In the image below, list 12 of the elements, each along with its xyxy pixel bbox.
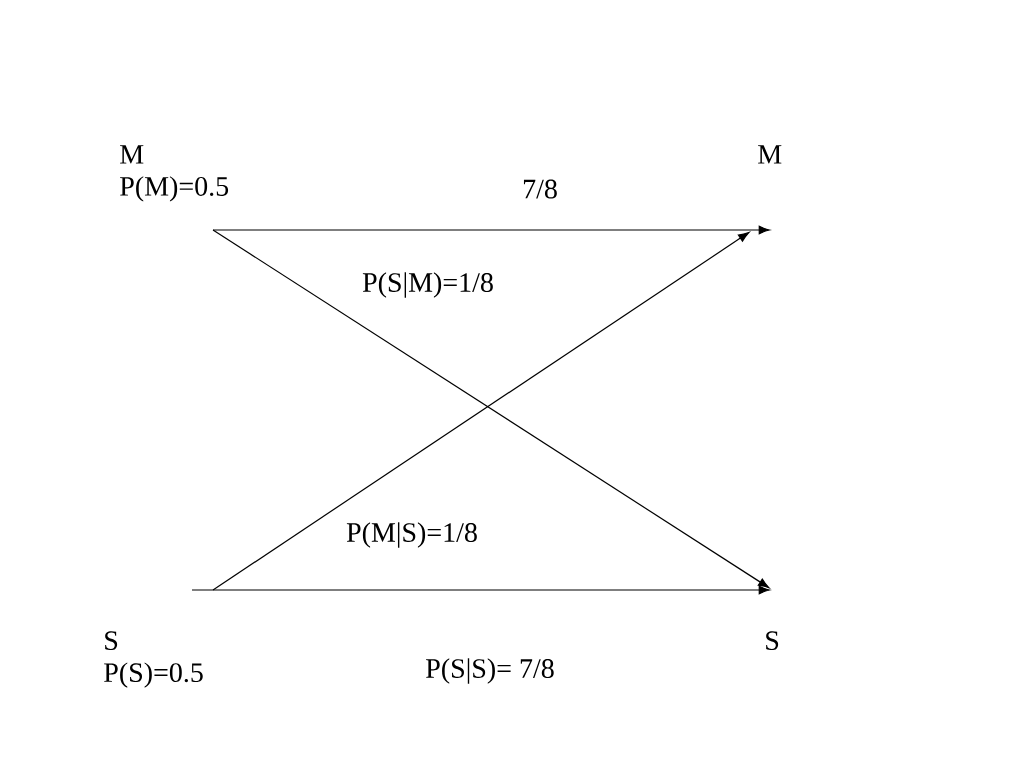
state-label: M [758, 145, 782, 164]
state-label: S [105, 631, 118, 651]
state-label: M [120, 145, 144, 164]
probability-label: P(S)=0.5 [104, 662, 203, 688]
edge-label: 7/8 [520, 178, 560, 200]
arrow [191, 585, 770, 595]
state-label: S [766, 631, 779, 651]
edge-label: P(S|S)= 7/8 [423, 656, 557, 686]
edge-label: P(S|M)=1/8 [360, 270, 496, 300]
edge-label: P(M|S)=1/8 [344, 520, 480, 550]
arrow [212, 225, 770, 235]
probability-label: P(M)=0.5 [120, 176, 229, 202]
